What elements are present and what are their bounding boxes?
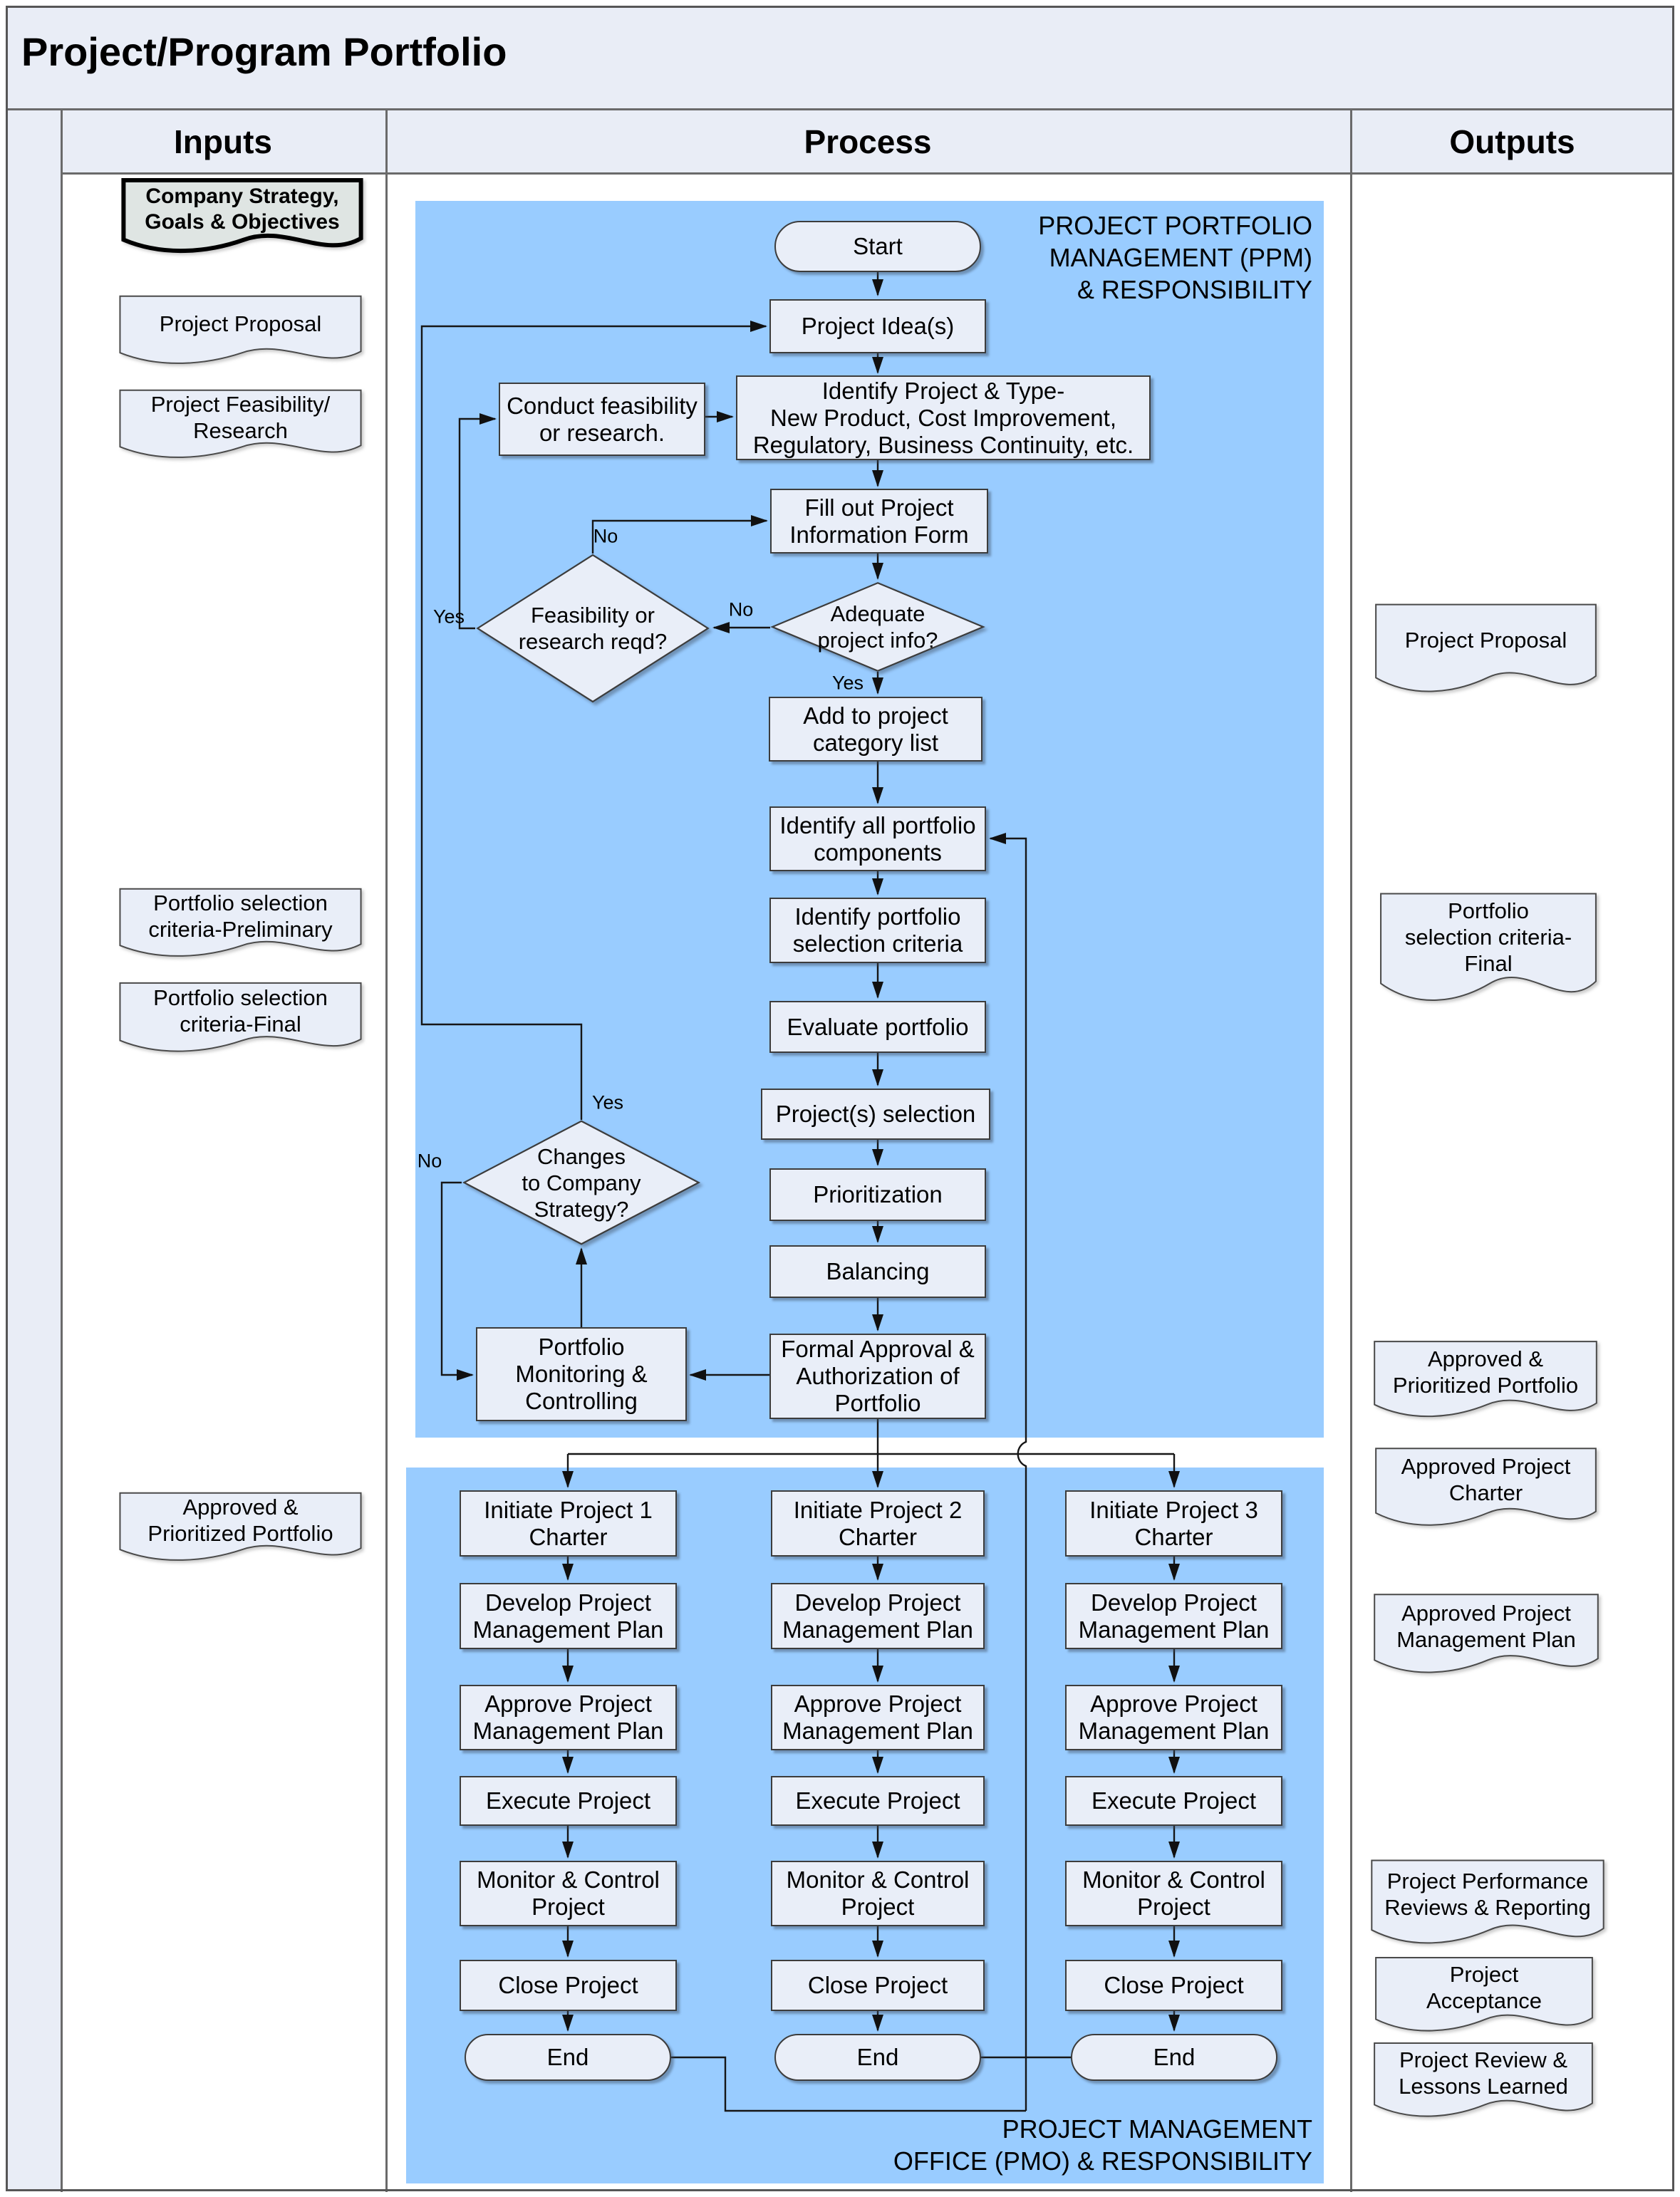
node-initiate-charter-3: Initiate Project 3 Charter (1065, 1490, 1282, 1557)
input-doc-project-proposal: Project Proposal (118, 294, 363, 374)
node-initiate-charter-1: Initiate Project 1 Charter (460, 1490, 677, 1557)
output-doc-project-acceptance: Project Acceptance (1374, 1956, 1595, 2042)
node-identify-components: Identify all portfolio components (769, 806, 986, 871)
input-doc-approved-portfolio: Approved & Prioritized Portfolio (118, 1491, 363, 1571)
node-approve-plan-3: Approve Project Management Plan (1065, 1685, 1282, 1750)
node-conduct-feasibility: Conduct feasibility or research. (499, 383, 705, 456)
node-end-3: End (1071, 2034, 1277, 2081)
node-portfolio-monitoring: Portfolio Monitoring & Controlling (476, 1327, 687, 1421)
node-close-project-2: Close Project (771, 1960, 985, 2011)
input-doc-criteria-final: Portfolio selection criteria-Final (118, 981, 363, 1062)
doc-label: Project Proposal (1404, 628, 1567, 653)
decision-strategy-changes: Changes to Company Strategy? (462, 1120, 701, 1245)
node-initiate-charter-2: Initiate Project 2 Charter (771, 1490, 985, 1557)
decision-adequate-info: Adequate project info? (770, 582, 985, 672)
node-identify-project-type: Identify Project & Type- New Product, Co… (736, 375, 1151, 460)
decision-feasibility-reqd: Feasibility or research reqd? (475, 554, 710, 703)
node-monitor-control-1: Monitor & Control Project (460, 1861, 677, 1926)
node-end-2: End (774, 2034, 981, 2081)
doc-label: Portfolio selection criteria- Final (1404, 898, 1572, 977)
doc-label: Project Proposal (159, 311, 322, 336)
node-approve-plan-1: Approve Project Management Plan (460, 1685, 677, 1750)
output-doc-performance-reviews: Project Performance Reviews & Reporting (1369, 1858, 1606, 1956)
lane-header-outputs: Outputs (1449, 123, 1575, 160)
doc-label: Portfolio selection criteria-Final (153, 985, 328, 1037)
doc-label: Approved & Prioritized Portfolio (147, 1495, 333, 1547)
column-header-band (6, 110, 1674, 175)
ppm-zone-label: PROJECT PORTFOLIO MANAGEMENT (PPM) & RES… (1038, 211, 1312, 304)
doc-label: Approved Project Management Plan (1396, 1601, 1576, 1653)
node-close-project-3: Close Project (1065, 1960, 1282, 2011)
title-band (6, 6, 1674, 110)
doc-label: Company Strategy, Goals & Objectives (145, 184, 340, 234)
node-close-project-1: Close Project (460, 1960, 677, 2011)
output-doc-criteria-final: Portfolio selection criteria- Final (1379, 890, 1598, 1017)
node-prioritization: Prioritization (769, 1168, 986, 1221)
node-identify-criteria: Identify portfolio selection criteria (769, 898, 986, 963)
doc-label: Approved & Prioritized Portfolio (1392, 1346, 1579, 1398)
input-doc-feasibility-research: Project Feasibility/ Research (118, 388, 363, 468)
node-develop-plan-3: Develop Project Management Plan (1065, 1583, 1282, 1649)
branch-label-yes: Yes (432, 606, 465, 628)
node-balancing: Balancing (769, 1245, 986, 1298)
branch-label-no: No (593, 525, 618, 547)
doc-label: Project Acceptance (1426, 1962, 1542, 2014)
doc-label: Project Performance Reviews & Reporting (1384, 1869, 1591, 1921)
lane-divider (61, 108, 63, 2192)
node-develop-plan-2: Develop Project Management Plan (771, 1583, 985, 1649)
node-execute-project-1: Execute Project (460, 1776, 677, 1826)
doc-label: Project Feasibility/ Research (150, 392, 331, 444)
branch-label-yes: Yes (831, 672, 864, 694)
node-formal-approval: Formal Approval & Authorization of Portf… (769, 1334, 986, 1419)
node-end-1: End (465, 2034, 671, 2081)
branch-label-yes: Yes (591, 1091, 624, 1113)
page-title: Project/Program Portfolio (21, 29, 507, 74)
lane-divider (385, 108, 388, 2192)
node-execute-project-2: Execute Project (771, 1776, 985, 1826)
branch-label-no: No (728, 598, 754, 620)
input-doc-company-strategy: Company Strategy, Goals & Objectives (121, 178, 363, 262)
doc-label: Project Review & Lessons Learned (1399, 2047, 1568, 2099)
output-doc-approved-plan: Approved Project Management Plan (1372, 1592, 1600, 1685)
node-start: Start (774, 221, 981, 272)
input-doc-criteria-preliminary: Portfolio selection criteria-Preliminary (118, 887, 363, 967)
node-approve-plan-2: Approve Project Management Plan (771, 1685, 985, 1750)
doc-label: Approved Project Charter (1401, 1454, 1571, 1506)
pmo-zone-label: PROJECT MANAGEMENT OFFICE (PMO) & RESPON… (893, 2114, 1312, 2176)
node-monitor-control-2: Monitor & Control Project (771, 1861, 985, 1926)
node-monitor-control-3: Monitor & Control Project (1065, 1861, 1282, 1926)
lane-header-process: Process (804, 123, 932, 160)
output-doc-approved-portfolio: Approved & Prioritized Portfolio (1372, 1339, 1599, 1428)
lane-header-inputs: Inputs (174, 123, 272, 160)
phase-lane (7, 172, 61, 2190)
doc-label: Portfolio selection criteria-Preliminary (148, 890, 333, 942)
node-execute-project-3: Execute Project (1065, 1776, 1282, 1826)
node-develop-plan-1: Develop Project Management Plan (460, 1583, 677, 1649)
output-doc-approved-charter: Approved Project Charter (1374, 1446, 1598, 1537)
node-fill-project-form: Fill out Project Information Form (770, 489, 988, 554)
node-project-ideas: Project Idea(s) (769, 299, 986, 353)
node-add-category-list: Add to project category list (769, 697, 982, 762)
lane-divider (1350, 108, 1352, 2192)
output-doc-lessons-learned: Project Review & Lessons Learned (1372, 2041, 1595, 2128)
output-doc-project-proposal: Project Proposal (1374, 602, 1598, 705)
branch-label-no: No (417, 1150, 442, 1172)
node-project-selection: Project(s) selection (761, 1089, 990, 1140)
node-evaluate-portfolio: Evaluate portfolio (769, 1001, 986, 1053)
